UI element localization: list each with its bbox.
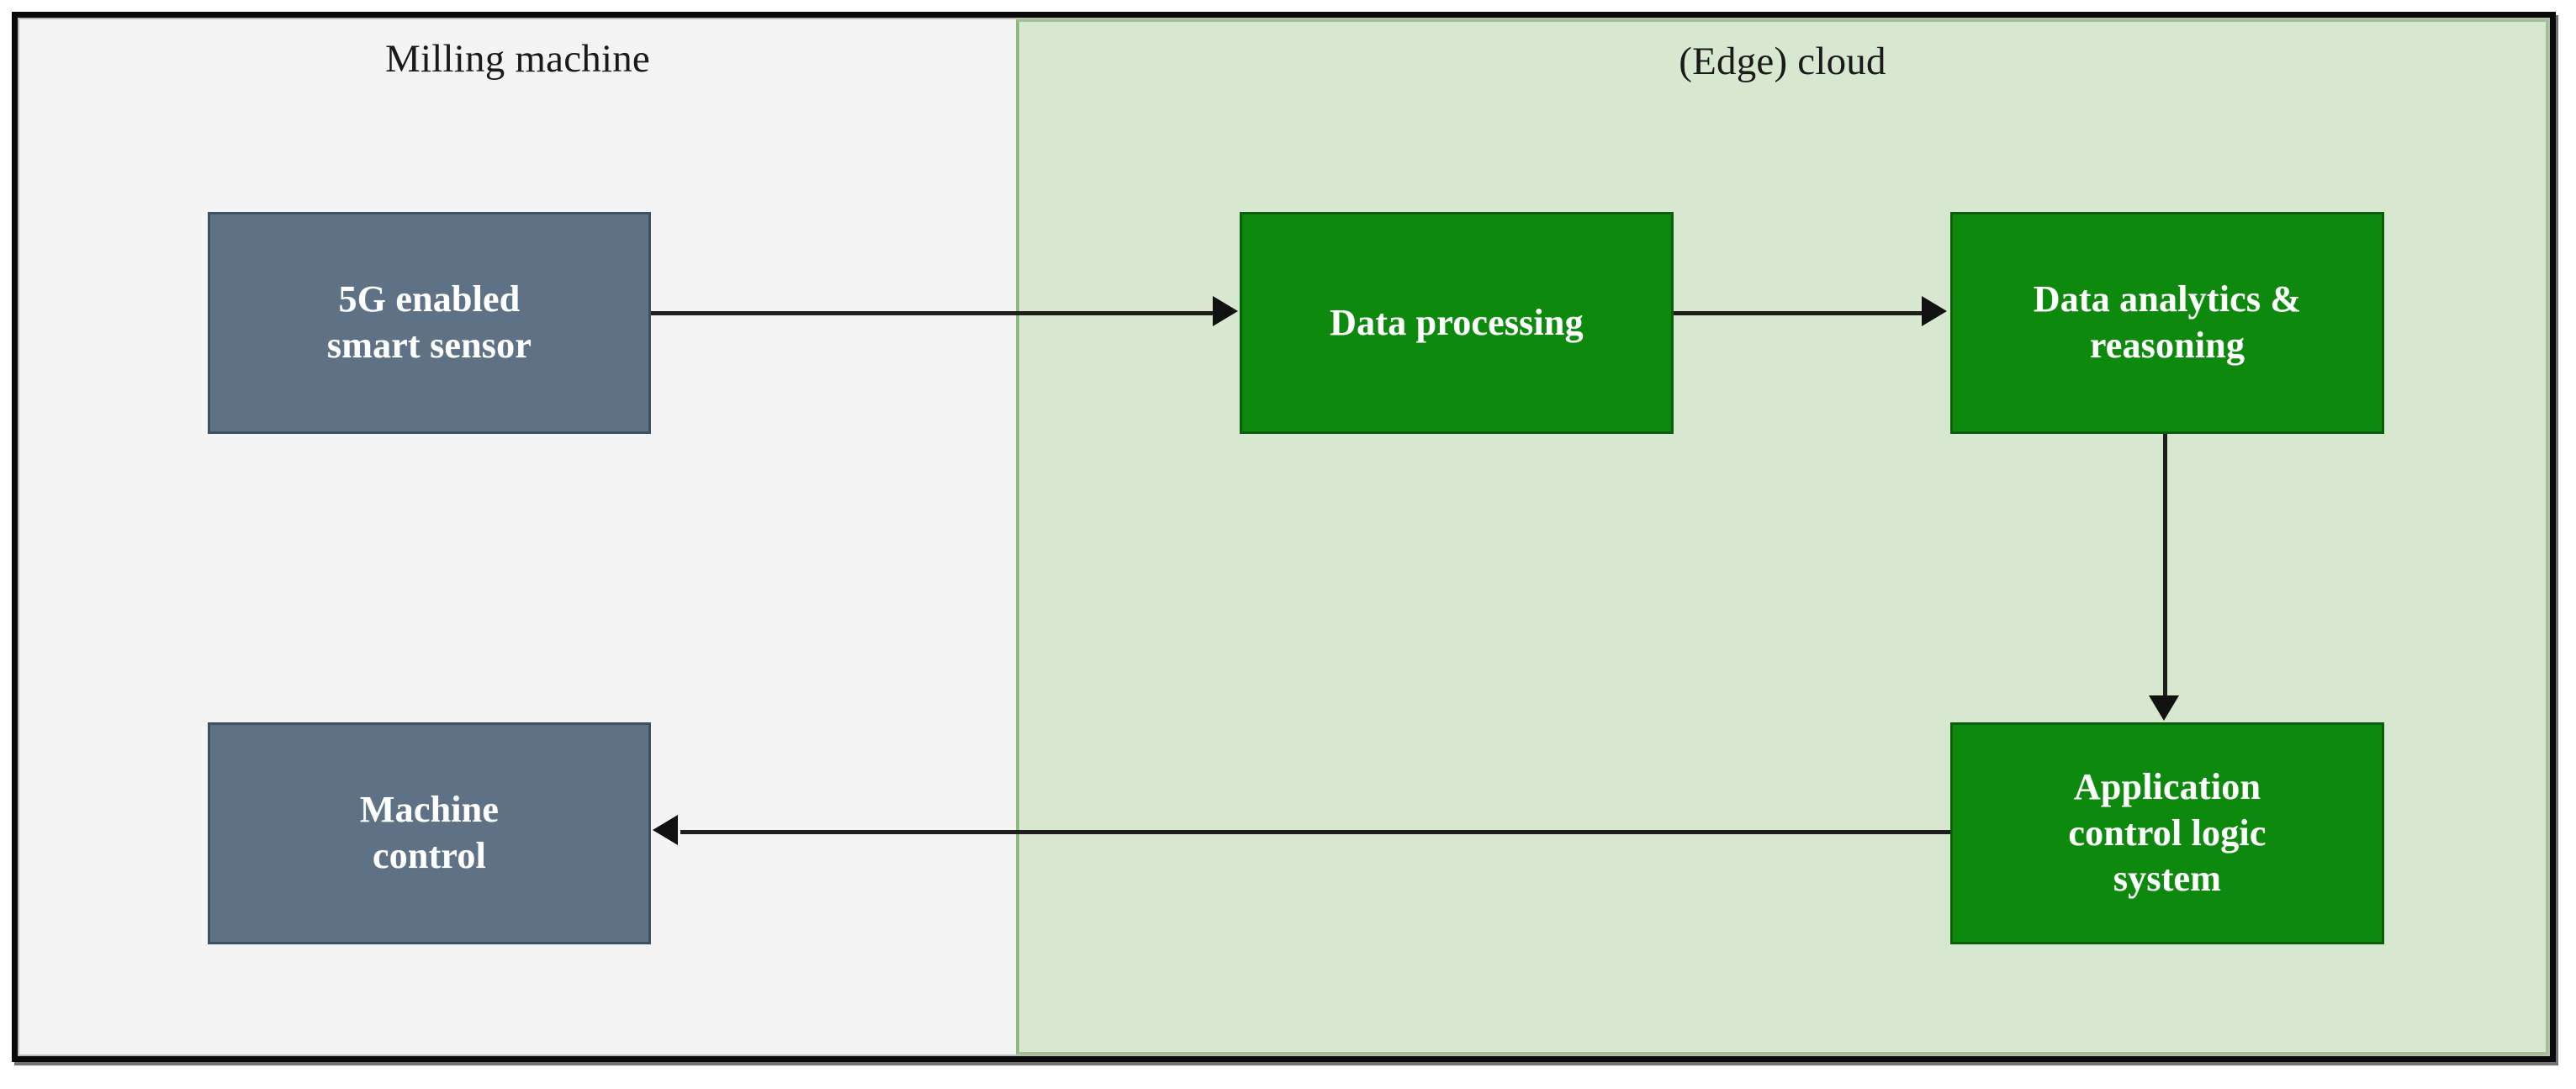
arrowhead-down-icon	[2149, 695, 2179, 721]
node-label: Machine control	[359, 789, 500, 876]
node-data-processing[interactable]: Data processing	[1240, 212, 1674, 434]
node-machine-control[interactable]: Machine control	[208, 722, 651, 944]
node-label: Application control logic system	[2068, 766, 2267, 900]
arrowhead-left-icon	[653, 815, 678, 845]
edge-application-control-logic-to-machine-control	[680, 830, 1950, 834]
node-data-analytics-and-reasoning[interactable]: Data analytics & reasoning	[1950, 212, 2384, 434]
node-label: Data processing	[1330, 301, 1584, 343]
node-application-control-logic-system[interactable]: Application control logic system	[1950, 722, 2384, 944]
edge-sensor-to-data-processing	[651, 311, 1216, 315]
node-label: Data analytics & reasoning	[2033, 278, 2302, 366]
node-label: 5G enabled smart sensor	[326, 278, 532, 366]
node-5g-enabled-smart-sensor[interactable]: 5G enabled smart sensor	[208, 212, 651, 434]
edge-analytics-to-application-control-logic	[2163, 434, 2167, 697]
arrowhead-right-icon	[1213, 296, 1238, 326]
edge-data-processing-to-analytics	[1674, 311, 1923, 315]
arrowhead-right-icon	[1922, 296, 1947, 326]
diagram-figure: Milling machine (Edge) cloud 5G enabled …	[12, 12, 2556, 1062]
panel-title-milling-machine: Milling machine	[385, 37, 650, 81]
panel-title-edge-cloud: (Edge) cloud	[1679, 40, 1886, 83]
diagram-canvas: Milling machine (Edge) cloud 5G enabled …	[18, 18, 2550, 1056]
